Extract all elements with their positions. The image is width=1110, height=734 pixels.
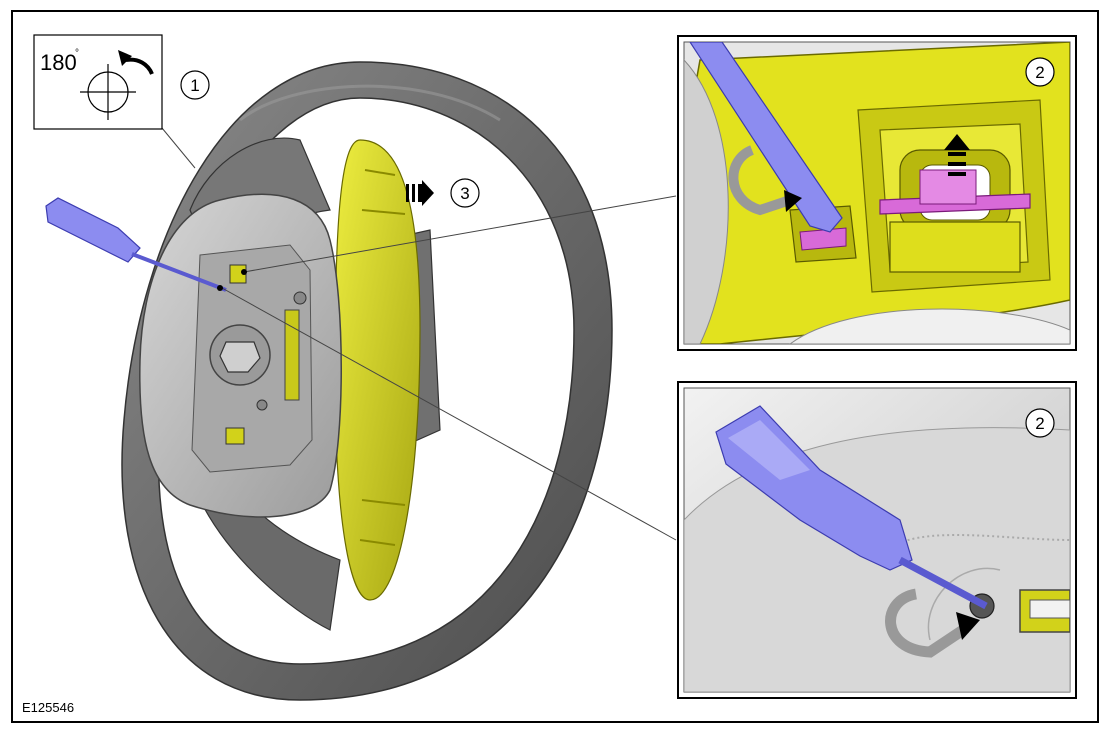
hub-bolt bbox=[256, 399, 268, 411]
leader-dot bbox=[217, 285, 223, 291]
inset-top-up-arrow bbox=[944, 134, 970, 176]
inset-top-rotate-arrow bbox=[728, 145, 792, 216]
callout-3-circle bbox=[450, 178, 480, 208]
hub-bolt bbox=[293, 291, 307, 305]
inset-bottom-shaft bbox=[898, 556, 988, 610]
steering-wheel bbox=[121, 61, 613, 701]
rotation-angle: 180 bbox=[40, 50, 77, 75]
screwdriver-shaft bbox=[131, 252, 227, 292]
detail-inset-bottom: 2 bbox=[677, 381, 1077, 699]
hub-slot-lower bbox=[225, 427, 245, 445]
outer-frame bbox=[11, 10, 1099, 723]
direction-arrows bbox=[406, 180, 434, 206]
rotation-degree: ° bbox=[75, 48, 79, 59]
rotate-arrow-icon bbox=[125, 57, 154, 75]
callout-1-label: 1 bbox=[190, 76, 199, 95]
airbag-module bbox=[334, 139, 421, 601]
callout-2-bottom-circle bbox=[1025, 408, 1055, 438]
callout-2-top-circle bbox=[1025, 57, 1055, 87]
inset-bottom-rotate-arrow bbox=[885, 588, 970, 658]
hub-spline bbox=[219, 341, 261, 373]
rotation-symbol-box: 180 ° bbox=[33, 34, 163, 130]
wheel-rim-highlight bbox=[239, 84, 501, 122]
figure-id: E125546 bbox=[22, 700, 74, 715]
screwdriver-main bbox=[45, 197, 227, 292]
callout-3-label: 3 bbox=[460, 184, 469, 203]
screwdriver-handle bbox=[45, 197, 141, 263]
callout-1-circle bbox=[180, 70, 210, 100]
leader-dot bbox=[241, 269, 247, 275]
leader-lines bbox=[161, 127, 677, 541]
hub-slot-mid bbox=[284, 309, 300, 401]
detail-inset-top: 2 bbox=[677, 35, 1077, 351]
callout-2-bottom-label: 2 bbox=[1035, 414, 1044, 433]
callout-2-top-label: 2 bbox=[1035, 63, 1044, 82]
airbag-ridges bbox=[359, 169, 406, 546]
